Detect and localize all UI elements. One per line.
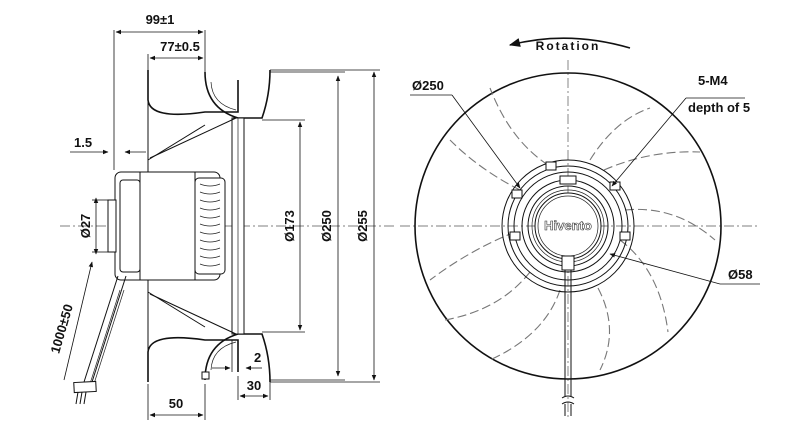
front-cable (561, 255, 575, 416)
motor-fins (199, 183, 221, 267)
mount-holes-label: 5-M4 (698, 73, 728, 88)
rotation-label: Rotation (536, 39, 601, 53)
dim-impeller-depth: 77±0.5 (160, 39, 200, 54)
dim-offset-base: 50 (169, 396, 183, 411)
impeller-blades (429, 87, 716, 371)
dim-outer-diameter: Ø255 (355, 210, 370, 242)
dim-offset-mid: 30 (247, 378, 261, 393)
dim-hub-diameter: Ø58 (728, 267, 753, 282)
front-view: Hivento Rotation Ø250 5-M4 depth of 5 Ø5… (400, 37, 760, 420)
dim-offset-small: 2 (254, 350, 261, 365)
dim-plate-thickness: 1.5 (74, 135, 92, 150)
side-view: 99±1 77±0.5 1.5 Ø27 1000±50 Ø173 Ø250 Ø2… (48, 12, 395, 420)
dim-impeller-diameter-side: Ø250 (319, 210, 334, 242)
dim-impeller-diameter-front: Ø250 (412, 78, 444, 93)
dim-inlet-diameter: Ø173 (282, 210, 297, 242)
mount-depth-label: depth of 5 (688, 100, 750, 115)
dim-motor-diameter: Ø27 (78, 214, 93, 239)
brand-logo-text: Hivento (544, 218, 592, 233)
cable (73, 275, 127, 405)
dim-overall-depth: 99±1 (146, 12, 175, 27)
